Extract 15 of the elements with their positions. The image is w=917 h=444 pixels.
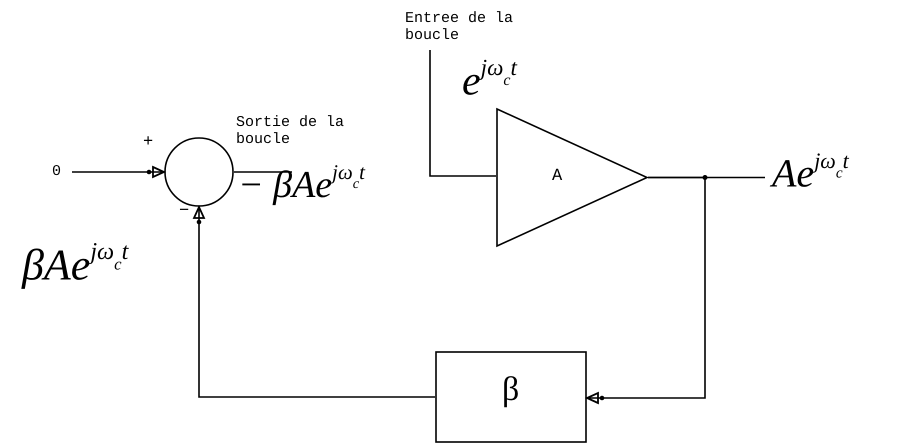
amplifier-triangle xyxy=(496,108,648,247)
feedback-block xyxy=(435,351,587,443)
connector-line xyxy=(586,176,706,404)
signal-label: Sortie de la boucle xyxy=(236,114,346,148)
connector-line xyxy=(234,171,292,173)
sign-label: − xyxy=(179,203,190,220)
connector-line xyxy=(72,166,165,178)
signal-label: 0 xyxy=(52,163,62,180)
sign-label: + xyxy=(143,134,154,151)
gain-label: β xyxy=(502,373,520,407)
connector-line xyxy=(193,206,435,398)
connector-line xyxy=(429,50,496,177)
gain-label: A xyxy=(552,168,562,184)
summing-junction xyxy=(164,137,234,207)
signal-label: Entree de la boucle xyxy=(405,10,514,44)
